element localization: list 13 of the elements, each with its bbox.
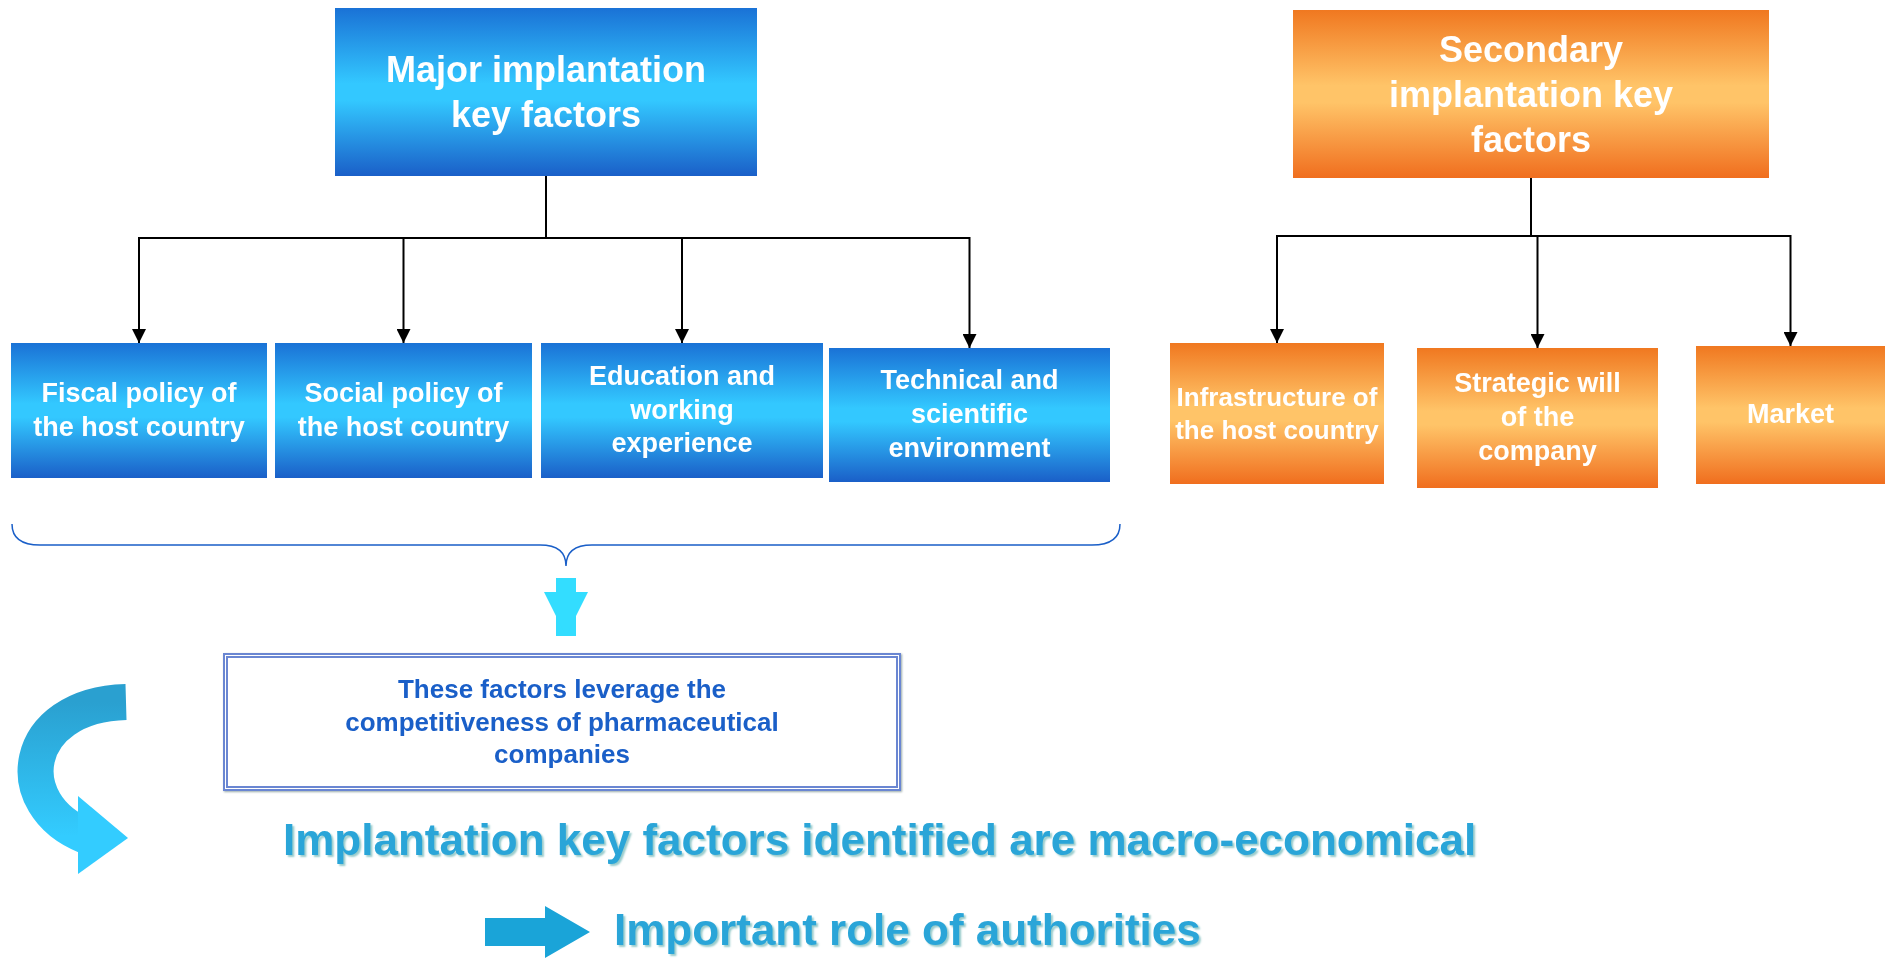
- factor-box: Infrastructure of the host country: [1170, 343, 1384, 484]
- factor-box: Education and working experience: [541, 343, 823, 478]
- factor-box: Major implantation key factors: [335, 8, 757, 176]
- arrow: [544, 578, 588, 636]
- factor-box: Strategic will of the company: [1417, 348, 1658, 488]
- conclusion-text: Important role of authorities: [614, 905, 1201, 955]
- factor-box: Social policy of the host country: [275, 343, 532, 478]
- factor-box: Fiscal policy of the host country: [11, 343, 267, 478]
- factor-box: Technical and scientific environment: [829, 348, 1110, 482]
- factor-box: Market: [1696, 346, 1885, 484]
- conclusion-text: Implantation key factors identified are macro-economical: [283, 815, 1477, 865]
- factor-box: Secondary implantation key factors: [1293, 10, 1769, 178]
- text-box: These factors leverage the competitiveness of pharmaceutical companies: [223, 653, 901, 791]
